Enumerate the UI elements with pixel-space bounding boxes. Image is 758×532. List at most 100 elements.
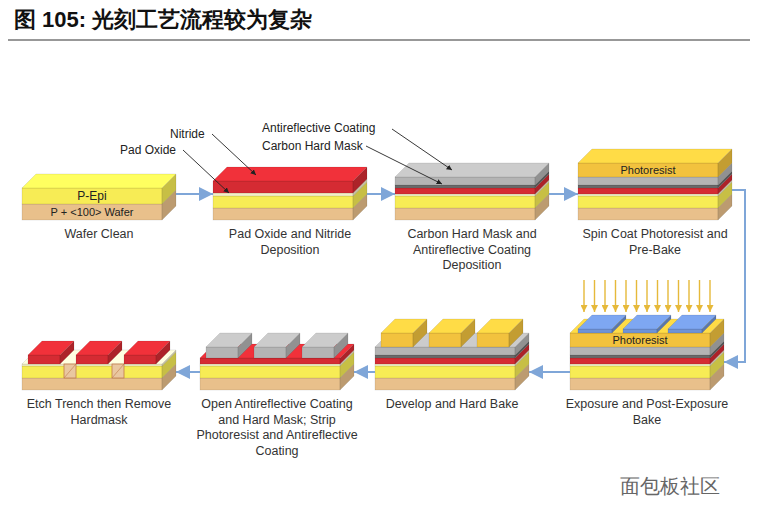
wafer-layer bbox=[375, 364, 515, 366]
flow-arrow bbox=[724, 190, 745, 362]
step-caption: Exposure and Post-Exposure Bake bbox=[562, 397, 732, 428]
process-step: Exposure and Post-Exposure Bake bbox=[570, 312, 724, 430]
wafer-layer bbox=[200, 378, 340, 390]
wafer-layer bbox=[578, 149, 732, 163]
step-caption: Pad Oxide and Nitride Deposition bbox=[205, 227, 375, 258]
step-caption: Wafer Clean bbox=[14, 227, 184, 243]
wafer-stack bbox=[200, 333, 354, 390]
wafer-stack bbox=[578, 149, 732, 220]
wafer-layer bbox=[375, 378, 515, 390]
step-caption: Carbon Hard Mask and Antireflective Coat… bbox=[387, 227, 557, 274]
wafer-layer bbox=[22, 188, 162, 204]
wafer-layer bbox=[578, 208, 718, 220]
process-step: Carbon Hard Mask and Antireflective Coat… bbox=[395, 150, 549, 276]
wafer-layer bbox=[578, 177, 718, 185]
flow-arrow bbox=[367, 193, 395, 195]
wafer-layer bbox=[578, 163, 718, 177]
wafer-layer bbox=[395, 196, 535, 208]
wafer-layer bbox=[395, 177, 535, 185]
flow-arrow bbox=[529, 371, 570, 373]
wafer-stack bbox=[375, 319, 529, 390]
wafer-layer bbox=[375, 358, 515, 364]
hardmask-pattern bbox=[206, 333, 252, 347]
wafer-layer bbox=[570, 355, 710, 358]
wafer-layer bbox=[375, 347, 515, 355]
wafer-layer bbox=[22, 174, 176, 188]
step-caption: Open Antireflective Coating and Hard Mas… bbox=[192, 397, 362, 460]
photomask bbox=[623, 315, 671, 329]
wafer-layer bbox=[213, 193, 353, 196]
flow-arrow bbox=[549, 193, 578, 195]
step-caption: Etch Trench then Remove Hardmask bbox=[14, 397, 184, 428]
nitride-pattern bbox=[124, 355, 156, 364]
nitride-pattern bbox=[28, 355, 60, 364]
light-ray bbox=[594, 280, 595, 312]
wafer-layer bbox=[22, 364, 162, 366]
wafer-layer bbox=[570, 366, 710, 378]
process-step: Etch Trench then Remove Hardmask bbox=[22, 312, 176, 430]
wafer-layer bbox=[200, 358, 340, 364]
title-rule bbox=[8, 39, 750, 40]
wafer-stack bbox=[22, 174, 176, 220]
hardmask-pattern bbox=[302, 347, 334, 358]
wafer-layer bbox=[570, 364, 710, 366]
wafer-layer bbox=[213, 167, 367, 181]
layer-name: Antireflective Coating bbox=[262, 121, 375, 135]
wafer-stack bbox=[570, 315, 724, 390]
leader-line bbox=[212, 134, 256, 175]
photomask bbox=[578, 315, 626, 329]
light-ray bbox=[615, 280, 616, 312]
nitride-pattern bbox=[28, 341, 74, 355]
layer-name: Photoresist bbox=[578, 163, 718, 177]
step-caption: Spin Coat Photoresist and Pre-Bake bbox=[570, 227, 740, 258]
process-step: Pad Oxide and Nitride Deposition bbox=[213, 150, 367, 260]
layer-name: P + <100> Wafer bbox=[22, 204, 162, 220]
leader-line bbox=[183, 150, 229, 193]
photoresist-pattern bbox=[429, 319, 475, 333]
hardmask-pattern bbox=[254, 347, 286, 358]
wafer-layer bbox=[395, 188, 535, 194]
hardmask-pattern bbox=[206, 347, 238, 358]
wafer-layer bbox=[395, 208, 535, 220]
wafer-layer bbox=[578, 194, 718, 196]
wafer-stack bbox=[213, 167, 367, 220]
photoresist-pattern bbox=[477, 319, 523, 333]
wafer-layer bbox=[200, 366, 340, 378]
light-ray bbox=[657, 280, 658, 312]
light-ray bbox=[709, 280, 710, 312]
wafer-layer bbox=[213, 181, 353, 193]
step-caption: Develop and Hard Bake bbox=[367, 397, 537, 413]
wafer-layer bbox=[570, 358, 710, 364]
trench bbox=[112, 364, 124, 378]
wafer-layer bbox=[213, 208, 353, 220]
flow-arrow bbox=[176, 193, 213, 195]
wafer-stack bbox=[22, 341, 176, 390]
wafer-layer bbox=[395, 163, 549, 177]
wafer-layer bbox=[578, 185, 718, 188]
wafer-layer bbox=[22, 204, 162, 220]
flow-arrow bbox=[354, 371, 375, 373]
light-ray bbox=[636, 280, 637, 312]
wafer-layer bbox=[570, 378, 710, 390]
wafer-layer bbox=[395, 185, 535, 188]
trench bbox=[64, 364, 76, 378]
wafer-layer bbox=[375, 333, 529, 347]
nitride-pattern bbox=[76, 341, 122, 355]
wafer-layer bbox=[578, 188, 718, 194]
wafer-layer bbox=[22, 378, 162, 390]
layer-name: P-Epi bbox=[22, 188, 162, 204]
light-ray bbox=[699, 280, 700, 312]
photoresist-pattern bbox=[381, 333, 413, 347]
wafer-layer bbox=[22, 366, 162, 378]
leader-line bbox=[366, 146, 442, 184]
wafer-layer bbox=[375, 366, 515, 378]
light-ray bbox=[583, 280, 584, 312]
light-ray bbox=[667, 280, 668, 312]
photoresist-pattern bbox=[429, 333, 461, 347]
wafer-layer bbox=[200, 364, 340, 366]
photomask bbox=[668, 329, 702, 333]
layer-name: Carbon Hard Mask bbox=[262, 139, 363, 153]
